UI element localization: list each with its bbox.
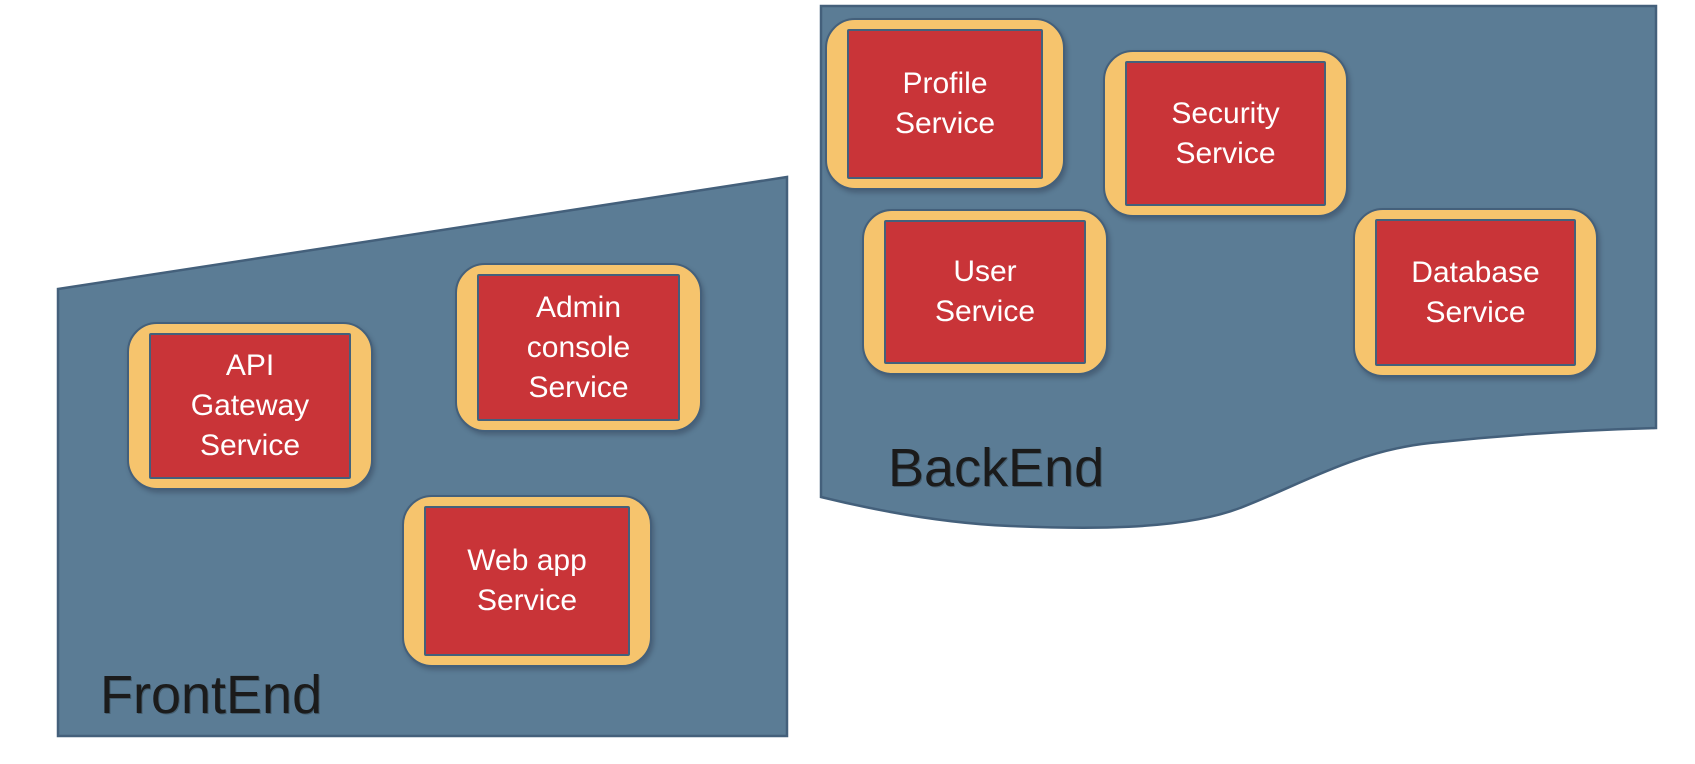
service-label-line: Service [1425, 295, 1526, 329]
api-gateway-service-node[interactable]: API Gateway Service [127, 322, 373, 490]
admin-console-service-node[interactable]: Admin console Service [455, 263, 702, 432]
service-label-line: console [526, 330, 631, 364]
service-label-line: Gateway [190, 389, 310, 422]
user-service-node[interactable]: User Service [862, 209, 1108, 375]
user-service-box: User Service [884, 220, 1086, 364]
service-label-line: Security [1171, 96, 1280, 130]
security-service-box: Security Service [1125, 61, 1326, 206]
service-label-line: Database [1411, 255, 1540, 289]
service-label-line: Service [199, 429, 301, 462]
database-service-box: Database Service [1375, 219, 1576, 366]
backend-label: BackEnd [888, 438, 1105, 498]
service-label-line: Service [934, 295, 1036, 328]
service-label-line: Web app [467, 544, 587, 577]
service-label-line: Service [1175, 136, 1276, 170]
service-label-line: Profile [902, 67, 988, 100]
web-app-service-node[interactable]: Web app Service [402, 495, 652, 667]
service-label-line: Service [894, 107, 996, 140]
profile-service-node[interactable]: Profile Service [825, 18, 1065, 190]
admin-console-service-box: Admin console Service [477, 274, 680, 421]
database-service-node[interactable]: Database Service [1353, 208, 1598, 377]
service-label-line: User [953, 255, 1017, 288]
security-service-node[interactable]: Security Service [1103, 50, 1348, 217]
service-label-line: API [225, 349, 275, 382]
profile-service-box: Profile Service [847, 29, 1043, 179]
service-label-line: Service [528, 370, 629, 404]
frontend-label: FrontEnd [100, 665, 323, 725]
service-label-line: Admin [535, 290, 622, 324]
web-app-service-box: Web app Service [424, 506, 630, 656]
service-label-line: Service [476, 584, 578, 617]
api-gateway-service-box: API Gateway Service [149, 333, 351, 479]
